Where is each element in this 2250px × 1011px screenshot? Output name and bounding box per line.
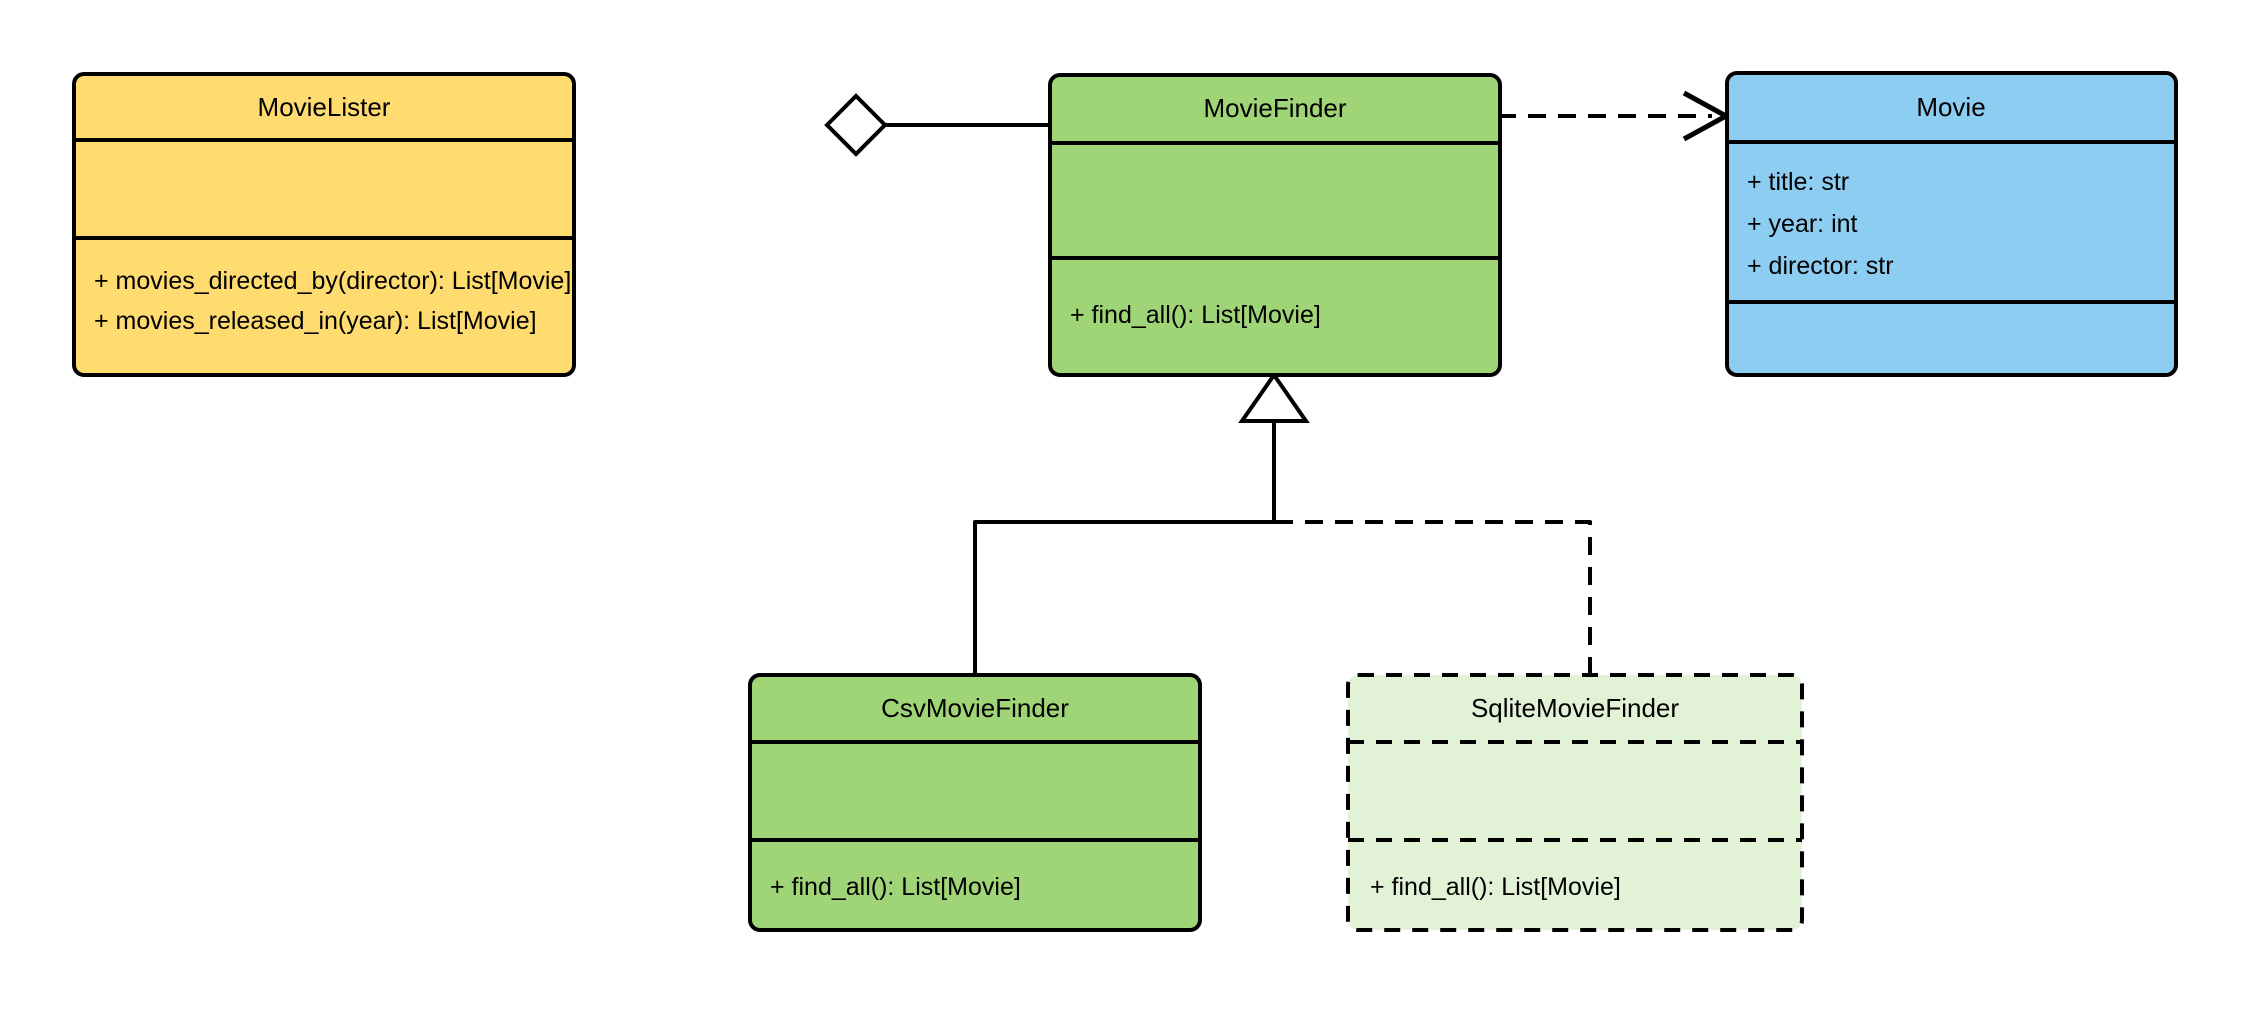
generalization-connector-sqlitemoviefinder-moviefinder[interactable] [1274, 520, 1592, 675]
class-box-sqlitemoviefinder[interactable]: SqliteMovieFinder + find_all(): List[Mov… [1346, 673, 1804, 932]
generalization-connector-csvmoviefinder-moviefinder[interactable] [973, 420, 1276, 675]
moviefinder-frame [1048, 73, 1502, 377]
csvmoviefinder-class-name: CsvMovieFinder [881, 693, 1069, 723]
dependency-connector-moviefinder-movie[interactable] [1498, 90, 1732, 142]
hollow-triangle-icon [1238, 371, 1310, 423]
movie-attribute-0: + title: str [1747, 168, 1849, 196]
movielister-frame [72, 72, 576, 377]
movielister-method-0: + movies_directed_by(director): List[Mov… [94, 267, 571, 295]
moviefinder-class-name: MovieFinder [1203, 93, 1346, 123]
movie-attribute-1: + year: int [1747, 210, 1858, 238]
class-box-movielister[interactable]: MovieLister + movies_directed_by(directo… [72, 72, 576, 377]
movie-class-name: Movie [1916, 92, 1985, 122]
generalization-line-solid [973, 420, 1276, 675]
hollow-diamond-icon [824, 93, 888, 157]
class-box-csvmoviefinder[interactable]: CsvMovieFinder + find_all(): List[Movie] [748, 673, 1202, 932]
movie-frame [1725, 71, 2178, 377]
moviefinder-method-0: + find_all(): List[Movie] [1070, 301, 1321, 329]
movie-attribute-2: + director: str [1747, 252, 1894, 280]
class-box-moviefinder[interactable]: MovieFinder + find_all(): List[Movie] [1048, 73, 1502, 377]
movielister-method-1: + movies_released_in(year): List[Movie] [94, 307, 537, 335]
class-box-movie[interactable]: Movie + title: str + year: int + directo… [1725, 71, 2178, 377]
csvmoviefinder-frame [748, 673, 1202, 932]
sqlitemoviefinder-frame [1346, 673, 1804, 932]
generalization-line-dashed [1274, 520, 1592, 675]
sqlitemoviefinder-class-name: SqliteMovieFinder [1471, 693, 1679, 723]
aggregation-connector-movielister-moviefinder[interactable] [824, 93, 1050, 157]
csvmoviefinder-method-0: + find_all(): List[Movie] [770, 873, 1021, 901]
movielister-class-name: MovieLister [258, 92, 391, 122]
sqlitemoviefinder-method-0: + find_all(): List[Movie] [1370, 873, 1621, 901]
